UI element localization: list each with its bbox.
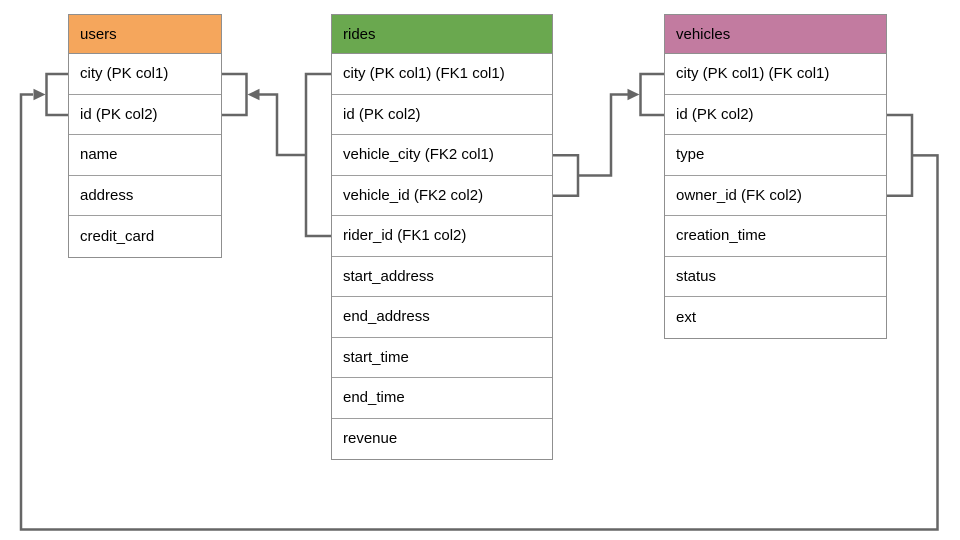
vehicles-row-ext: ext xyxy=(676,308,697,326)
rides-row-city: city (PK col1) (FK1 col1) xyxy=(332,54,552,95)
table-vehicles[interactable]: vehicles city (PK col1) (FK col1) id (PK… xyxy=(664,14,887,339)
table-users-header: users xyxy=(69,15,221,54)
users-row-city: city (PK col1) xyxy=(69,54,221,95)
rides-row-vehicle_id: vehicle_id (FK2 col2) xyxy=(332,176,552,216)
table-rides-header: rides xyxy=(332,15,552,54)
relation-rides-to-users xyxy=(222,72,332,238)
vehicles-to-users-loop-line xyxy=(19,93,939,531)
relation-vehicles-to-users xyxy=(19,72,939,531)
users-left-bracket xyxy=(45,72,69,117)
users-row-address: address xyxy=(69,176,221,216)
relation-rides-to-vehicles xyxy=(552,72,665,197)
users-row-name: name xyxy=(69,135,221,176)
vehicles-row-city: city (PK col1) (FK col1) xyxy=(665,54,886,95)
rides-row-id: id (PK col2) xyxy=(332,95,552,135)
rides-row-start_address: start_address xyxy=(332,257,552,297)
rides-to-users-feeder-line xyxy=(258,93,306,157)
vehicles-row-owner_id: owner_id (FK col2) xyxy=(665,176,886,216)
arrow-right-icon xyxy=(627,88,640,101)
rides-row-rider_id: rider_id (FK1 col2) xyxy=(332,216,552,257)
arrow-right-icon xyxy=(33,88,46,101)
users-row-credit_card: credit_card xyxy=(80,227,155,245)
rides-to-vehicles-feeder-line xyxy=(578,93,629,177)
rides-left-bracket xyxy=(304,72,332,238)
rides-row-end_address: end_address xyxy=(332,297,552,338)
rides-row-vehicle_city: vehicle_city (FK2 col1) xyxy=(332,135,552,176)
vehicles-row-status: status xyxy=(665,257,886,297)
vehicles-left-bracket xyxy=(639,72,665,117)
rides-row-revenue: revenue xyxy=(343,430,398,448)
rides-right-bracket xyxy=(552,154,580,197)
table-rides[interactable]: rides city (PK col1) (FK1 col1) id (PK c… xyxy=(331,14,553,460)
users-row-id: id (PK col2) xyxy=(69,95,221,135)
table-vehicles-header: vehicles xyxy=(665,15,886,54)
vehicles-row-id: id (PK col2) xyxy=(665,95,886,135)
table-users[interactable]: users city (PK col1) id (PK col2) name a… xyxy=(68,14,222,258)
rides-row-start_time: start_time xyxy=(332,338,552,378)
arrow-left-icon xyxy=(247,88,260,101)
vehicles-row-creation_time: creation_time xyxy=(665,216,886,257)
users-right-bracket xyxy=(222,72,248,117)
rides-row-end_time: end_time xyxy=(332,378,552,419)
vehicles-right-bracket xyxy=(886,113,914,197)
vehicles-row-type: type xyxy=(665,135,886,176)
